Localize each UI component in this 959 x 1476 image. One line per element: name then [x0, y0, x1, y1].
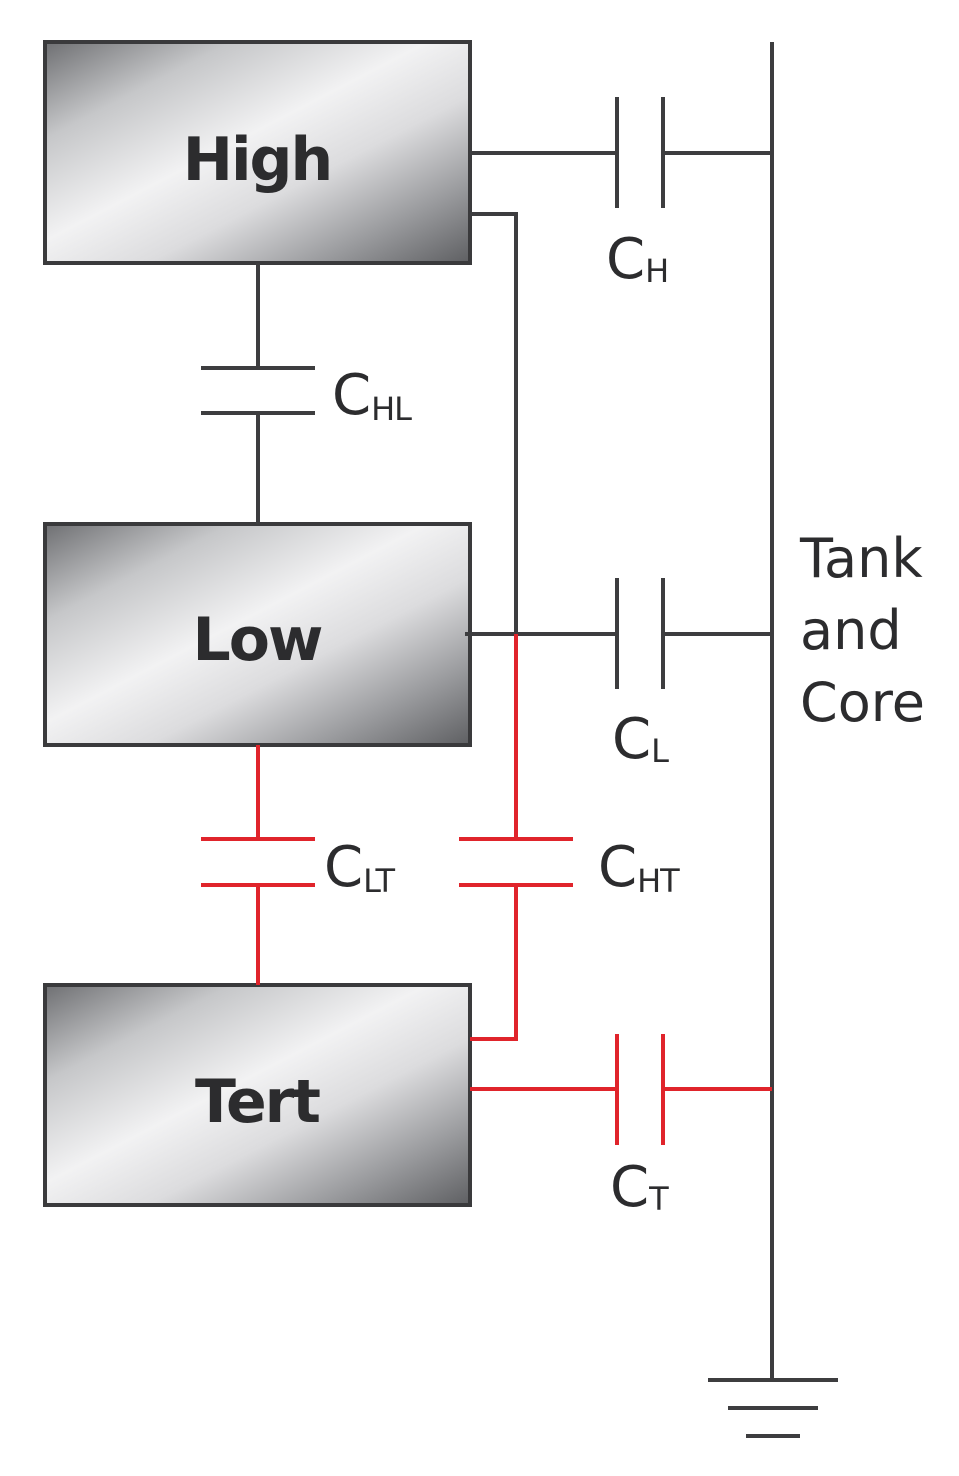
high-block: High — [43, 40, 472, 265]
tank-core-line1: Tank — [799, 527, 923, 590]
high-block-label: High — [183, 125, 331, 195]
tank-core-line3: Core — [800, 671, 925, 734]
tank-core-line2: and — [800, 599, 902, 662]
chl-label: CHL — [332, 363, 412, 428]
ct-label: CT — [610, 1155, 669, 1220]
ch-label: CH — [606, 227, 668, 292]
tank-core-label: Tank and Core — [799, 527, 925, 734]
capacitor-chl: CHL — [201, 263, 413, 524]
ground-icon — [708, 1378, 838, 1438]
capacitor-cht: CHT — [459, 634, 681, 1041]
tert-block: Tert — [43, 983, 472, 1207]
tert-block-label: Tert — [195, 1067, 320, 1137]
capacitor-clt: CLT — [201, 745, 397, 985]
capacitor-ct: CT — [470, 1034, 772, 1220]
capacitor-ch: CH — [470, 97, 772, 292]
capacitor-cl: CL — [465, 578, 772, 772]
low-block-rect — [43, 522, 472, 747]
cht-label: CHT — [598, 835, 680, 900]
low-block: Low — [43, 522, 472, 747]
cl-label: CL — [612, 707, 669, 772]
low-block-label: Low — [193, 605, 322, 675]
clt-label: CLT — [324, 835, 396, 900]
cht-wire-bottom — [470, 885, 518, 1041]
high-block-rect — [43, 40, 472, 265]
high-lead-to-cht — [470, 212, 518, 634]
